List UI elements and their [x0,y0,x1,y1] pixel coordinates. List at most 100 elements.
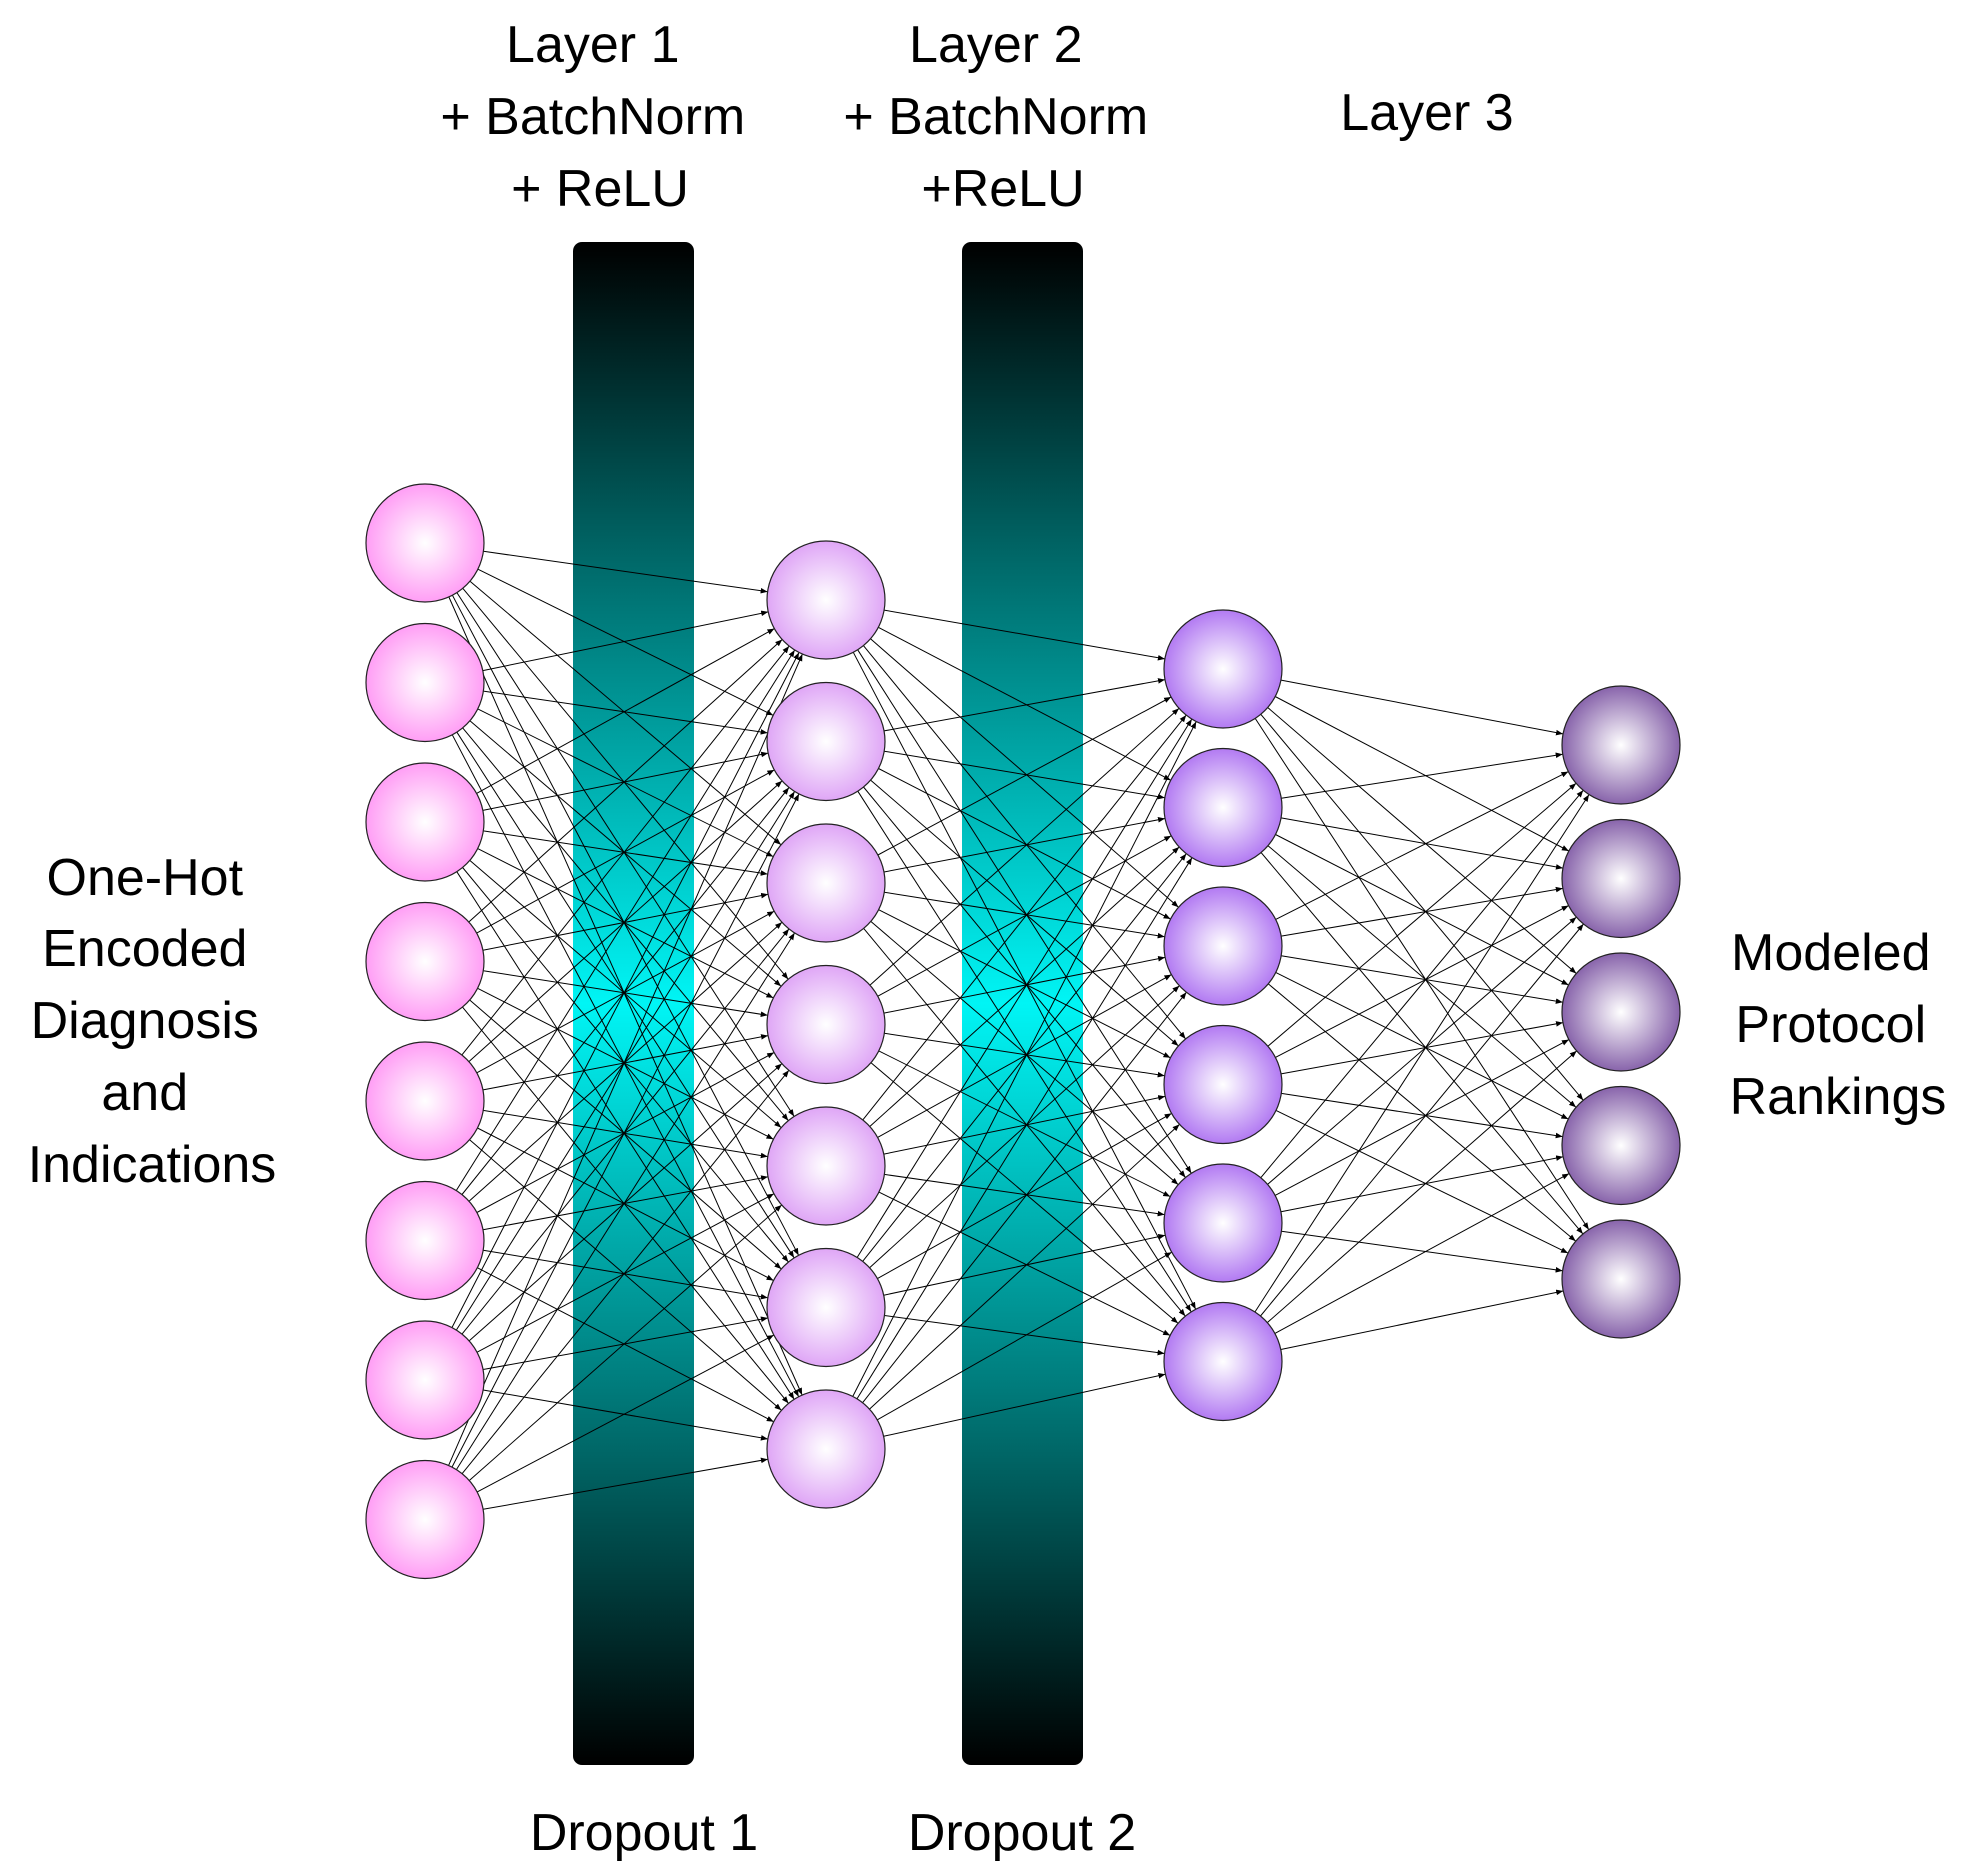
edge-hidden-1-4-to-hidden-2-6 [870,1062,1179,1324]
edge-input-5-to-hidden-1-1 [461,645,790,1056]
edge-input-1-to-hidden-1-3 [469,580,782,846]
edge-hidden-1-2-to-hidden-2-5 [863,786,1186,1178]
edge-hidden-2-2-to-output-5 [1260,852,1584,1235]
edge-hidden-1-2-to-hidden-2-6 [857,790,1192,1313]
edge-input-2-to-hidden-1-7 [451,734,800,1397]
edge-hidden-2-2-to-output-2 [1281,817,1563,870]
dropout-1-label: Dropout 1 [530,1804,758,1862]
edge-hidden-1-7-to-hidden-2-6 [883,1372,1166,1437]
edge-hidden-1-5-to-hidden-2-1 [862,714,1187,1121]
edge-hidden-1-3-to-hidden-2-3 [884,891,1165,939]
hidden-2-node-6 [1163,1301,1283,1422]
edge-hidden-1-1-to-hidden-2-1 [884,609,1165,661]
edge-hidden-2-4-to-output-2 [1275,905,1569,1058]
edge-hidden-2-4-to-output-1 [1267,782,1577,1047]
input-node-1 [365,483,485,603]
edge-input-1-to-hidden-1-5 [456,592,795,1117]
layer-1-line-3: + ReLU [511,160,689,218]
edge-hidden-1-6-to-hidden-2-6 [884,1315,1165,1356]
input-node-7 [365,1320,485,1440]
edge-hidden-2-1-to-output-4 [1260,713,1584,1101]
edge-input-3-to-hidden-1-5 [469,860,782,1128]
edge-hidden-1-4-to-hidden-2-5 [878,1050,1171,1198]
edge-input-8-to-hidden-1-4 [461,1069,790,1475]
output-node-1 [1561,685,1681,805]
output-line-2: Protocol [1735,996,1926,1054]
edge-input-8-to-hidden-1-1 [448,653,803,1466]
layer-3-label: Layer 3 [1340,84,1513,142]
input-node-5 [365,1041,485,1161]
edge-input-4-to-hidden-1-4 [483,970,768,1017]
edge-hidden-2-3-to-output-1 [1275,771,1569,920]
hidden-1-node-4 [766,964,886,1085]
edge-hidden-1-3-to-hidden-2-6 [863,928,1186,1317]
input-line-2: Encoded [42,920,247,978]
edge-hidden-2-5-to-output-3 [1274,1039,1570,1196]
edge-input-3-to-hidden-1-4 [477,848,774,999]
edge-input-7-to-hidden-1-6 [483,1316,768,1370]
edge-hidden-2-3-to-output-3 [1281,955,1563,1004]
layer-2-label: Layer 2 + BatchNorm +ReLU [843,16,1162,218]
edge-hidden-1-5-to-hidden-2-2 [869,846,1180,1127]
input-line-4: and [101,1064,188,1122]
edge-input-6-to-hidden-1-7 [477,1267,774,1423]
layer-3-line-1: Layer 3 [1340,84,1513,142]
edge-hidden-2-1-to-output-5 [1254,718,1590,1230]
edge-hidden-2-2-to-output-1 [1281,752,1563,799]
edge-hidden-2-6-to-output-4 [1274,1173,1570,1334]
edge-hidden-2-5-to-output-5 [1281,1230,1563,1273]
input-node-4 [365,901,485,1022]
edge-input-6-to-hidden-1-4 [476,1052,775,1213]
hidden-1-node-6 [766,1247,886,1368]
edge-hidden-1-3-to-hidden-2-5 [870,921,1179,1185]
edge-hidden-1-4-to-hidden-2-4 [884,1032,1165,1078]
edge-input-4-to-hidden-1-5 [477,987,774,1140]
edge-input-1-to-hidden-1-7 [448,596,803,1396]
layer-2-line-1: Layer 2 [909,16,1082,74]
edge-hidden-2-2-to-output-3 [1275,834,1569,986]
edge-input-8-to-hidden-1-7 [483,1457,768,1510]
edge-input-5-to-hidden-1-5 [483,1109,768,1159]
edge-hidden-1-2-to-hidden-2-3 [878,768,1171,920]
edge-hidden-2-6-to-output-2 [1260,923,1584,1317]
edge-hidden-2-6-to-output-1 [1254,794,1590,1313]
nodes [365,483,1681,1580]
dropout-2-line-1: Dropout 2 [908,1804,1136,1862]
edge-hidden-2-3-to-output-2 [1281,886,1563,937]
edge-hidden-1-7-to-hidden-2-3 [862,991,1187,1404]
output-line-1: Modeled [1731,924,1930,982]
edge-input-7-to-hidden-1-4 [468,1063,783,1342]
hidden-2-node-4 [1163,1024,1283,1145]
edge-input-1-to-hidden-1-1 [483,550,768,594]
edge-input-2-to-hidden-1-5 [462,727,789,1121]
edge-input-7-to-hidden-1-7 [483,1389,768,1441]
edge-input-4-to-hidden-1-1 [468,639,783,923]
edge-hidden-1-4-to-hidden-2-1 [869,708,1180,986]
edge-hidden-2-4-to-output-5 [1275,1109,1569,1254]
edge-hidden-1-4-to-hidden-2-3 [883,956,1166,1014]
edge-hidden-2-5-to-output-2 [1267,916,1577,1185]
edge-input-1-to-hidden-1-4 [462,587,789,980]
edge-input-6-to-hidden-1-6 [483,1249,768,1300]
edge-input-2-to-hidden-1-1 [482,610,769,672]
edge-input-3-to-hidden-1-2 [482,751,769,811]
edge-input-7-to-hidden-1-1 [451,652,800,1328]
edge-input-8-to-hidden-1-2 [451,793,800,1468]
dropout-1-bar [573,242,694,1765]
edge-hidden-1-7-to-hidden-2-2 [856,857,1193,1400]
hidden-1-node-5 [766,1106,886,1226]
edge-hidden-1-1-to-hidden-2-3 [870,638,1179,908]
edge-hidden-1-6-to-hidden-2-5 [883,1234,1166,1296]
edge-hidden-2-6-to-output-3 [1266,1050,1578,1323]
edge-input-4-to-hidden-1-3 [482,892,769,951]
edge-hidden-1-1-to-hidden-2-2 [878,626,1171,781]
input-line-5: Indications [28,1136,277,1194]
edge-input-3-to-hidden-1-3 [483,830,768,876]
edge-input-2-to-hidden-1-6 [456,731,795,1259]
edge-hidden-1-1-to-hidden-2-6 [852,652,1197,1310]
edge-hidden-2-6-to-output-5 [1280,1289,1564,1350]
edge-hidden-1-6-to-hidden-2-2 [862,853,1187,1262]
dropout-2-bar [962,242,1083,1765]
output-node-5 [1561,1219,1681,1339]
input-node-3 [365,762,485,882]
